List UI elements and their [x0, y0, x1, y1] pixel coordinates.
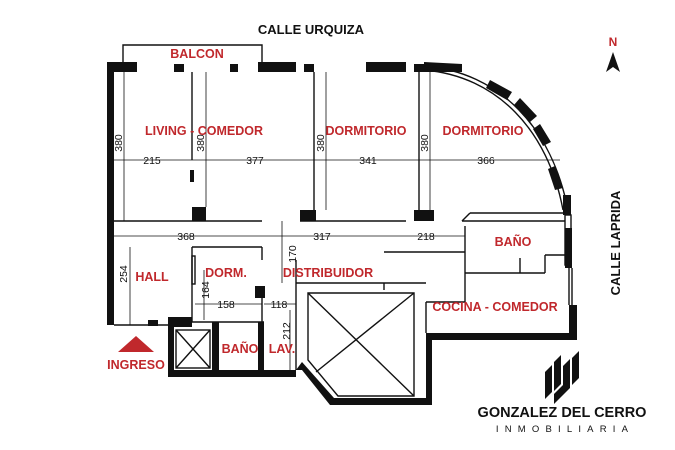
void-shaft-small [175, 329, 211, 369]
brand-logo: GONZALEZ DEL CERRO INMOBILIARIA [478, 351, 647, 435]
void-shaft-large [307, 292, 415, 397]
exterior-walls [107, 62, 462, 325]
dim-living-width-b: 377 [246, 155, 264, 167]
interior-walls [114, 72, 565, 370]
north-arrow: N [606, 35, 620, 72]
room-label-dormitorio-2: DORMITORIO [442, 124, 523, 138]
dim-dorm1-width: 341 [359, 155, 377, 167]
room-label-ingreso: INGRESO [107, 358, 165, 372]
dim-living-depth-b: 380 [195, 134, 207, 152]
street-label-top: CALLE URQUIZA [258, 22, 365, 37]
room-label-hall: HALL [135, 270, 169, 284]
dim-dorm-small-depth: 164 [200, 281, 212, 299]
dim-distrib-width: 118 [271, 299, 288, 311]
dim-living-width-a: 215 [143, 155, 161, 167]
room-label-dorm-small: DORM. [205, 266, 247, 280]
room-labels: BALCON LIVING - COMEDOR DORMITORIO DORMI… [107, 47, 557, 372]
room-label-living: LIVING - COMEDOR [145, 124, 263, 138]
room-label-lav: LAV. [269, 342, 295, 356]
dim-corridor-c: 218 [417, 231, 435, 243]
bottom-walls [168, 317, 432, 405]
entrance-arrow-icon [118, 336, 154, 352]
room-label-dormitorio-1: DORMITORIO [325, 124, 406, 138]
room-label-distribuidor: DISTRIBUIDOR [283, 266, 373, 280]
dim-dorm1-depth: 380 [315, 134, 327, 152]
brand-subtitle: INMOBILIARIA [496, 424, 634, 435]
dim-hall-depth: 254 [118, 265, 130, 283]
balcony-outline [122, 44, 263, 64]
right-walls [426, 214, 577, 405]
dimension-labels: 380 215 380 377 380 341 380 366 368 317 … [113, 134, 495, 340]
room-label-cocina: COCINA - COMEDOR [432, 300, 557, 314]
street-label-right: CALLE LAPRIDA [608, 190, 623, 295]
dim-dorm2-depth: 380 [419, 134, 431, 152]
room-label-bano-2: BAÑO [222, 341, 259, 356]
north-label: N [609, 35, 618, 49]
dim-dorm2-width: 366 [477, 155, 495, 167]
dim-distrib-depth: 170 [287, 245, 299, 263]
brand-name: GONZALEZ DEL CERRO [478, 405, 647, 421]
curved-facade [423, 65, 571, 215]
dim-dorm-small-width: 158 [217, 299, 235, 311]
dim-lav-depth: 212 [281, 322, 293, 340]
brand-mark-icon [545, 351, 579, 404]
dim-corridor-a: 368 [177, 231, 195, 243]
dimension-lines [114, 72, 560, 370]
dim-corridor-b: 317 [313, 231, 331, 243]
room-label-bano-1: BAÑO [495, 234, 532, 249]
dim-living-depth: 380 [113, 134, 125, 152]
room-label-balcon: BALCON [170, 47, 223, 61]
north-arrow-icon [606, 52, 620, 72]
